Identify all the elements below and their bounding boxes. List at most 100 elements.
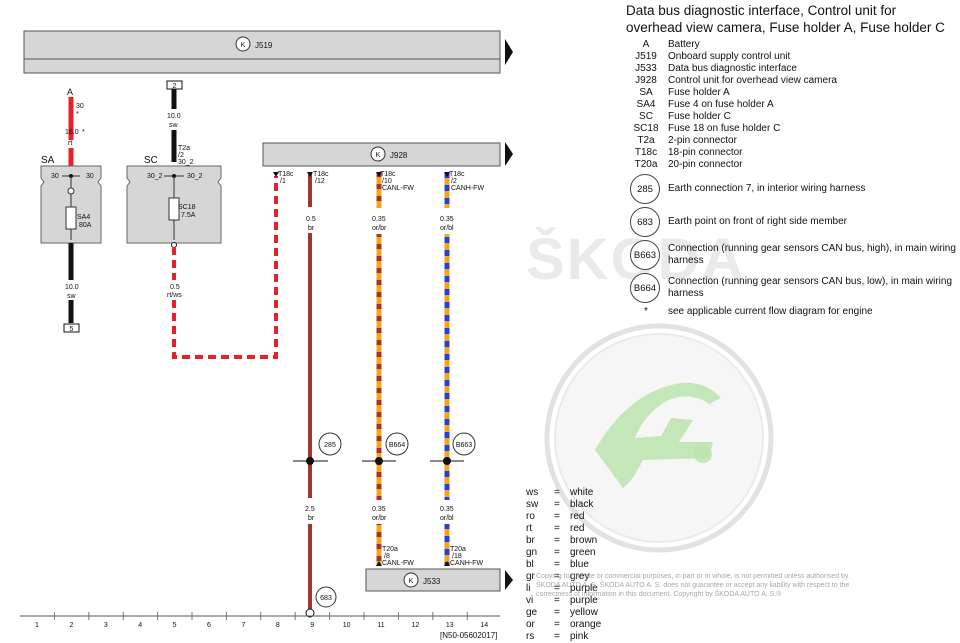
wire-sc-to-j928 <box>172 176 278 359</box>
color-code-row: rt=red <box>526 523 585 534</box>
svg-text:/2: /2 <box>178 152 184 159</box>
j928-label: J928 <box>390 151 408 160</box>
grid-number: 3 <box>104 622 108 629</box>
svg-text:T2a: T2a <box>178 145 190 152</box>
grid-number: 8 <box>276 622 280 629</box>
splice-b664 <box>375 457 383 465</box>
svg-text:2: 2 <box>173 83 177 90</box>
terminal-5 <box>63 323 80 333</box>
svg-text:7.5A: 7.5A <box>181 212 196 219</box>
document-id: [N50-05602017] <box>440 631 498 640</box>
copyright-notice: Copying for private or commercial purpos… <box>536 573 850 598</box>
svg-text:T18c: T18c <box>380 171 396 178</box>
continuation-arrow-icon <box>505 142 513 166</box>
svg-text:/18: /18 <box>452 553 462 560</box>
svg-text:B663: B663 <box>456 442 472 449</box>
svg-text:0.5: 0.5 <box>170 284 180 291</box>
sc-label: SC <box>144 155 158 166</box>
svg-text:rt/ws: rt/ws <box>167 292 182 299</box>
svg-text:0.35: 0.35 <box>372 506 386 513</box>
grid-number: 11 <box>377 622 384 629</box>
splice-285 <box>306 457 314 465</box>
grid-number: 5 <box>173 622 177 629</box>
grid-number: 9 <box>310 622 314 629</box>
svg-text:/8: /8 <box>384 553 390 560</box>
svg-text:30_2: 30_2 <box>147 173 163 180</box>
node-circle-icon: 285 <box>630 174 660 204</box>
legend-note: * see applicable current flow diagram fo… <box>644 306 873 317</box>
j519-box <box>23 30 501 74</box>
grid-number: 7 <box>241 622 245 629</box>
svg-text:285: 285 <box>324 442 336 449</box>
svg-text:16.0: 16.0 <box>65 129 79 136</box>
svg-text:0.35: 0.35 <box>372 216 386 223</box>
svg-text:/1: /1 <box>280 178 286 185</box>
node-circle-icon: 683 <box>630 207 660 237</box>
svg-text:0.5: 0.5 <box>306 216 316 223</box>
svg-text:CANH-FW: CANH-FW <box>451 185 484 192</box>
svg-text:683: 683 <box>320 595 332 602</box>
grid-number: 12 <box>412 622 420 629</box>
color-code-row: li=purple <box>526 583 598 594</box>
color-code-row: gn=green <box>526 547 596 558</box>
node-285 <box>318 432 342 456</box>
skoda-logo-watermark <box>544 323 774 553</box>
color-code-row: or=orange <box>526 619 602 630</box>
fuse-sc18 <box>168 197 180 221</box>
svg-text:or/br: or/br <box>372 515 387 522</box>
diagram-title: Data bus diagnostic interface, Control u… <box>626 3 945 35</box>
sa-label: SA <box>41 155 55 166</box>
color-code-row: bl=blue <box>526 559 589 570</box>
svg-text:br: br <box>308 515 315 522</box>
svg-text:2.5: 2.5 <box>305 506 315 513</box>
color-code-row: br=brown <box>526 535 598 546</box>
color-code-row: vi=purple <box>526 595 598 606</box>
earth-683 <box>305 608 315 618</box>
svg-text:B664: B664 <box>389 442 405 449</box>
svg-text:K: K <box>376 152 381 159</box>
svg-text:30_2: 30_2 <box>178 159 194 166</box>
svg-text:sw: sw <box>169 122 179 129</box>
continuation-arrow-icon <box>505 570 513 590</box>
node-683 <box>315 586 337 608</box>
j519-label: J519 <box>255 41 273 50</box>
svg-text:30: 30 <box>86 173 94 180</box>
grid-number: 6 <box>207 622 211 629</box>
svg-text:CANL-FW: CANL-FW <box>382 185 414 192</box>
terminal-a-label: A <box>67 87 73 97</box>
svg-text:br: br <box>308 225 315 232</box>
svg-text:10.0: 10.0 <box>167 113 181 120</box>
svg-text:T20a: T20a <box>450 546 466 553</box>
svg-text:K: K <box>241 42 246 49</box>
node-circle-icon: B663 <box>630 240 660 270</box>
svg-text:K: K <box>409 578 414 585</box>
color-code-row: sw=black <box>526 499 594 510</box>
svg-text:5: 5 <box>70 326 74 333</box>
svg-text:or/bl: or/bl <box>440 515 454 522</box>
svg-text:30: 30 <box>51 173 59 180</box>
skoda-k-icon <box>235 36 251 52</box>
node-b664 <box>385 432 409 456</box>
svg-text:T18c: T18c <box>313 171 329 178</box>
svg-text:or/br: or/br <box>372 225 387 232</box>
svg-text:T18c: T18c <box>278 171 294 178</box>
svg-text:SC18: SC18 <box>178 204 196 211</box>
fuse-sa4 <box>65 206 77 230</box>
color-code-row: rs=pink <box>526 631 589 642</box>
svg-text:rt: rt <box>68 140 72 147</box>
j533-box <box>365 568 501 592</box>
skoda-k-icon <box>403 572 419 588</box>
